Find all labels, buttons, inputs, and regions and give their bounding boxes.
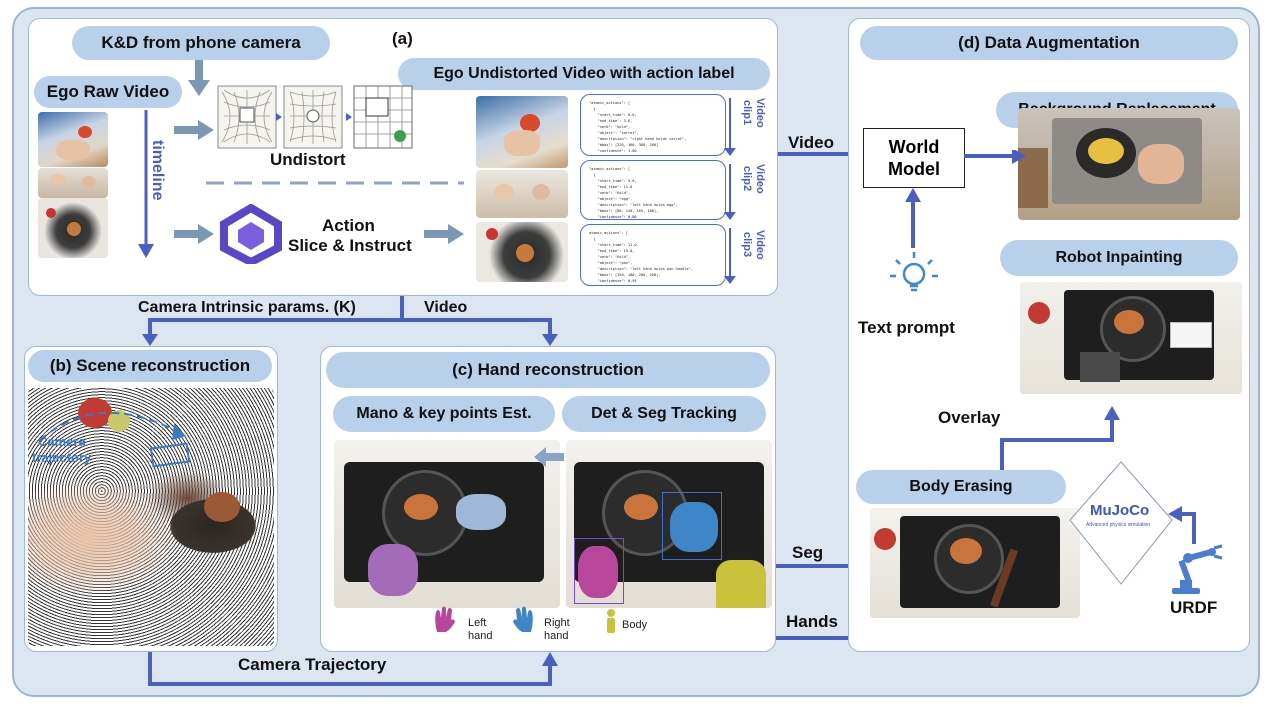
right-hand-icon xyxy=(513,606,533,632)
undistorted-frame-3 xyxy=(476,222,568,282)
raw-to-action-arrow xyxy=(174,224,214,244)
clip-label-2-line2: clip2 xyxy=(741,166,753,192)
robot-inpainting-image xyxy=(1020,282,1242,394)
camera-trajectory-label: Camera Trajectory xyxy=(238,655,387,674)
legend-body: Body xyxy=(622,619,648,631)
legend-right-1: Right xyxy=(544,617,570,629)
undistort-small-arrows xyxy=(276,113,352,121)
undistorted-title: Ego Undistorted Video with action label xyxy=(398,58,770,90)
body-icon xyxy=(607,609,615,633)
clip-json-1: "atomic_actions": [ { "start_time": 0.0,… xyxy=(580,94,726,156)
robot-inpainting-label: Robot Inpainting xyxy=(1000,240,1238,276)
det-to-mano-arrow xyxy=(534,447,564,467)
panel-b-title: (b) Scene reconstruction xyxy=(28,350,272,382)
robot-arm-icon xyxy=(1172,544,1223,594)
body-erasing-label: Body Erasing xyxy=(856,470,1066,504)
urdf-label: URDF xyxy=(1170,598,1218,617)
action-to-frames-arrow xyxy=(424,224,464,244)
distorted-grid-icon xyxy=(217,85,277,149)
hands-label: Hands xyxy=(786,612,838,631)
det-seg-label: Det & Seg Tracking xyxy=(562,396,766,432)
ego-raw-frame-1 xyxy=(38,112,108,167)
world-model-line2: Model xyxy=(888,159,940,179)
panel-a-tag: (a) xyxy=(392,29,413,48)
body-erasing-image xyxy=(870,508,1080,618)
dashed-separator xyxy=(206,181,464,185)
timeline-arrow xyxy=(138,110,154,258)
undistort-label: Undistort xyxy=(270,150,346,169)
kd-label: K&D from phone camera xyxy=(72,26,330,60)
clip-label-1-line1: Video xyxy=(754,98,766,128)
mano-label: Mano & key points Est. xyxy=(333,396,555,432)
clip-label-2-line1: Video xyxy=(754,164,766,194)
clip-label-3-line2: clip3 xyxy=(741,232,753,258)
clip-json-3: atomic_actions": [ { "start_time": 11.0,… xyxy=(580,224,726,286)
undistorted-frame-1 xyxy=(476,96,568,168)
raw-to-undistort-arrow xyxy=(174,120,214,140)
clip-label-1: Video clip1 xyxy=(740,98,766,128)
clip-label-3: Video clip3 xyxy=(740,230,766,260)
camera-trajectory-label-1: Camera xyxy=(38,434,86,449)
action-label-1: Action xyxy=(322,216,375,235)
clip-label-2: Video clip2 xyxy=(740,164,766,194)
seg-label: Seg xyxy=(792,543,824,562)
panel-c-title: (c) Hand reconstruction xyxy=(326,352,770,388)
ego-raw-label: Ego Raw Video xyxy=(34,76,182,108)
transition-grid-icon xyxy=(283,85,343,149)
video-right-label: Video xyxy=(788,133,834,152)
scene-pointcloud xyxy=(28,388,274,646)
qwen-logo-icon xyxy=(220,204,282,264)
camera-trajectory-arc xyxy=(39,411,191,468)
kd-down-arrow xyxy=(188,60,210,96)
overlay-label: Overlay xyxy=(938,408,1001,427)
background-replacement-image xyxy=(1018,108,1240,220)
mano-frame xyxy=(334,440,560,608)
mujoco-diamond xyxy=(1069,461,1173,585)
clip-label-3-line1: Video xyxy=(754,230,766,260)
world-model-arrows xyxy=(905,150,1026,248)
action-label-2: Slice & Instruct xyxy=(288,236,412,255)
ego-raw-frame-2 xyxy=(38,168,108,198)
undistorted-frame-2 xyxy=(476,170,568,218)
legend-right-2: hand xyxy=(544,630,569,642)
world-model-line1: World xyxy=(888,137,940,157)
lightbulb-icon xyxy=(890,252,938,292)
mujoco-sub-label: Advanced physics simulation xyxy=(1086,522,1151,528)
camera-intrinsic-label: Camera Intrinsic params. (K) xyxy=(138,299,356,316)
clip-json-2: "atomic_actions": [ { "start_time": 5.0,… xyxy=(580,160,726,220)
det-seg-frame xyxy=(566,440,772,608)
clips-arrows xyxy=(724,98,736,284)
legend-left-1: Left xyxy=(468,617,487,629)
left-hand-icon xyxy=(435,606,455,632)
ego-raw-frame-3 xyxy=(38,198,108,258)
legend-left-2: hand xyxy=(468,630,493,642)
camera-trajectory-label-2: trajectory xyxy=(32,450,92,465)
panel-d-title: (d) Data Augmentation xyxy=(860,26,1238,60)
clip-label-1-line2: clip1 xyxy=(741,100,753,126)
overlay-connector xyxy=(1000,406,1120,472)
urdf-to-mujoco-arrow xyxy=(1168,506,1196,544)
undistorted-grid-icon xyxy=(353,85,413,149)
text-prompt-label: Text prompt xyxy=(858,318,955,337)
video-down-label: Video xyxy=(424,299,468,316)
mujoco-label: MuJoCo xyxy=(1090,502,1150,519)
